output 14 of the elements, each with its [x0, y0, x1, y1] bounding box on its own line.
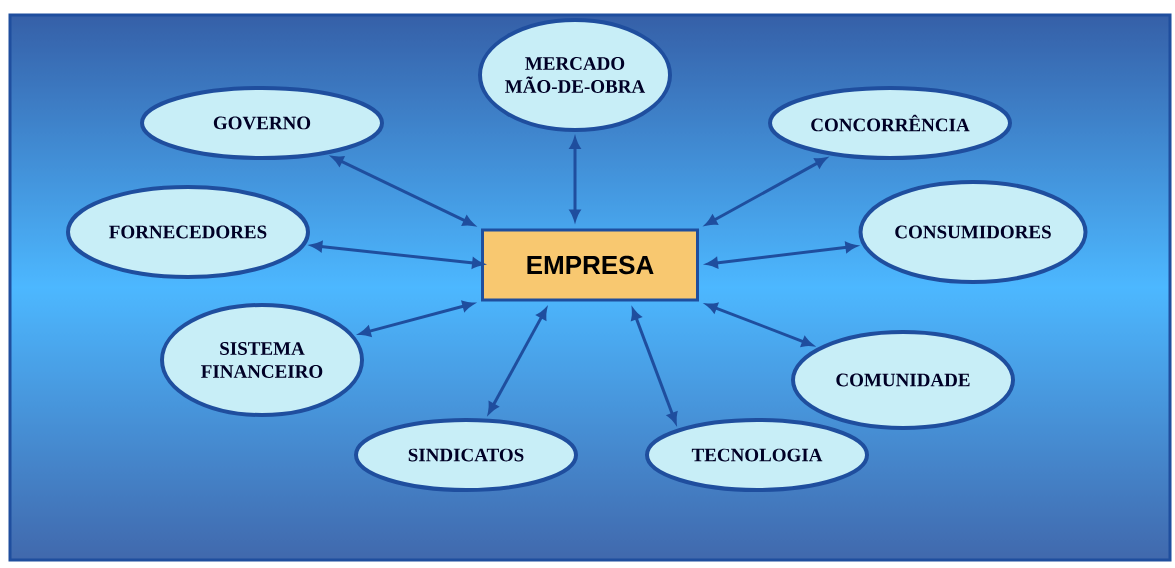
ellipse-node: GOVERNO — [140, 86, 384, 160]
arrow — [705, 157, 827, 226]
ellipse-node: SINDICATOS — [354, 418, 578, 492]
ellipse-node: SISTEMA FINANCEIRO — [160, 303, 364, 417]
arrow — [569, 137, 581, 221]
ellipse-node: CONCORRÊNCIA — [768, 86, 1012, 160]
ellipse-node: TECNOLOGIA — [645, 418, 869, 492]
ellipse-node: CONSUMIDORES — [858, 180, 1088, 284]
ellipse-node: MERCADO MÃO-DE-OBRA — [478, 18, 672, 132]
process-box: EMPRESA — [481, 228, 699, 302]
arrow — [359, 300, 474, 337]
arrow — [488, 308, 547, 414]
ellipse-node: COMUNIDADE — [791, 330, 1015, 430]
ellipse-node: FORNECEDORES — [66, 185, 310, 279]
